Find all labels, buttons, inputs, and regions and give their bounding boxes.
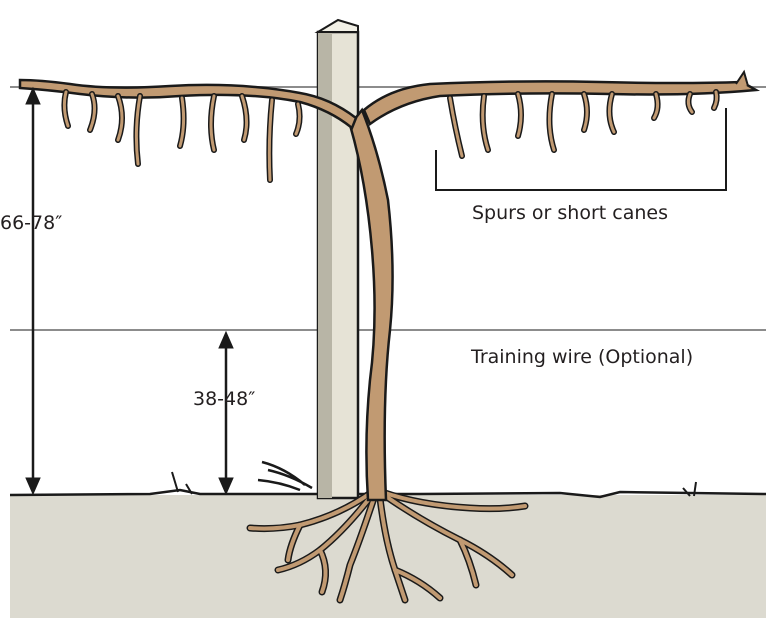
training-wire-label: Training wire (Optional) [471, 346, 694, 368]
spurs-label: Spurs or short canes [472, 202, 668, 224]
cordon-left [18, 78, 358, 131]
ground-line [9, 488, 766, 499]
upper-height-label: 66-78″ [0, 212, 63, 234]
spurs-bracket [435, 108, 727, 191]
cordon-right [362, 80, 761, 126]
post-top [314, 18, 359, 33]
post-side-shade [318, 32, 332, 498]
lower-height-arrow [218, 330, 234, 496]
grass-tuft [171, 471, 697, 497]
lower-height-label: 38-48″ [193, 388, 256, 410]
roots [246, 488, 529, 604]
cane-tip [735, 69, 749, 87]
grass-tuft [257, 460, 313, 492]
upper-height-arrow [25, 86, 41, 496]
trunk [348, 107, 394, 502]
